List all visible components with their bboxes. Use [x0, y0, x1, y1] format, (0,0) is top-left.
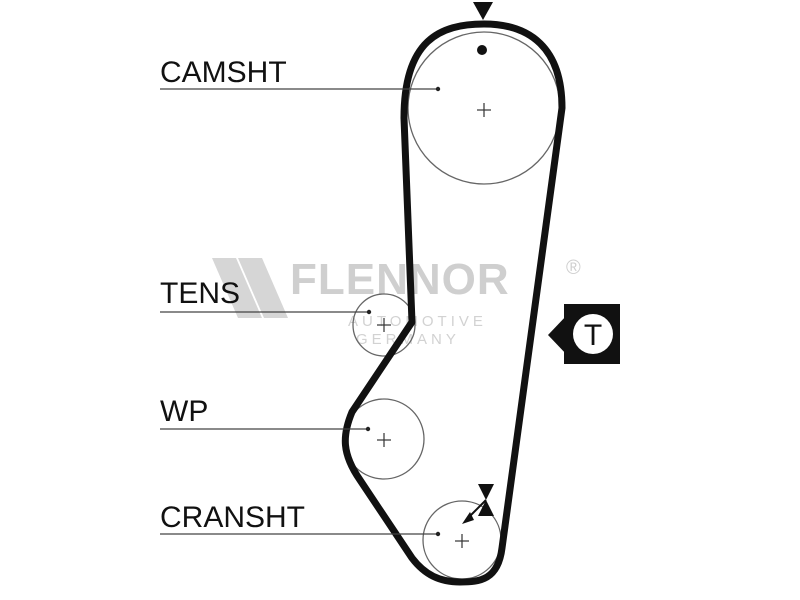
label-water-pump: WP [160, 395, 208, 428]
triangle-down-icon [473, 2, 493, 20]
watermark-logo-icon [212, 258, 288, 318]
crankshaft-center-mark [455, 534, 469, 548]
tension-box-icon: T [548, 304, 620, 364]
watermark-line2: GERMANY [356, 331, 460, 348]
leader-crankshaft-dot [435, 531, 441, 537]
watermark-line1: AUTOMOTIVE [348, 313, 487, 330]
bowtie-icon [462, 484, 494, 524]
watermark-registered: ® [566, 257, 581, 279]
tensioner-pulley [352, 293, 416, 357]
label-tensioner: TENS [160, 277, 240, 310]
watermark-brand: FLENNOR [290, 255, 510, 304]
tensioner-center-mark [377, 318, 391, 332]
leader-water-pump-dot [365, 426, 371, 432]
leader-tensioner-dot [366, 309, 372, 315]
watermark: FLENNOR ® AUTOMOTIVE GERMANY [212, 255, 581, 348]
camshaft-center-mark [477, 103, 491, 117]
leader-camshaft-dot [435, 86, 441, 92]
water-pump-center-mark [377, 433, 391, 447]
tension-box-letter: T [584, 319, 602, 352]
timing-belt [341, 20, 566, 586]
label-camshaft: CAMSHT [160, 56, 287, 89]
camshaft-timing-dot [477, 45, 487, 55]
label-crankshaft: CRANSHT [160, 501, 305, 534]
